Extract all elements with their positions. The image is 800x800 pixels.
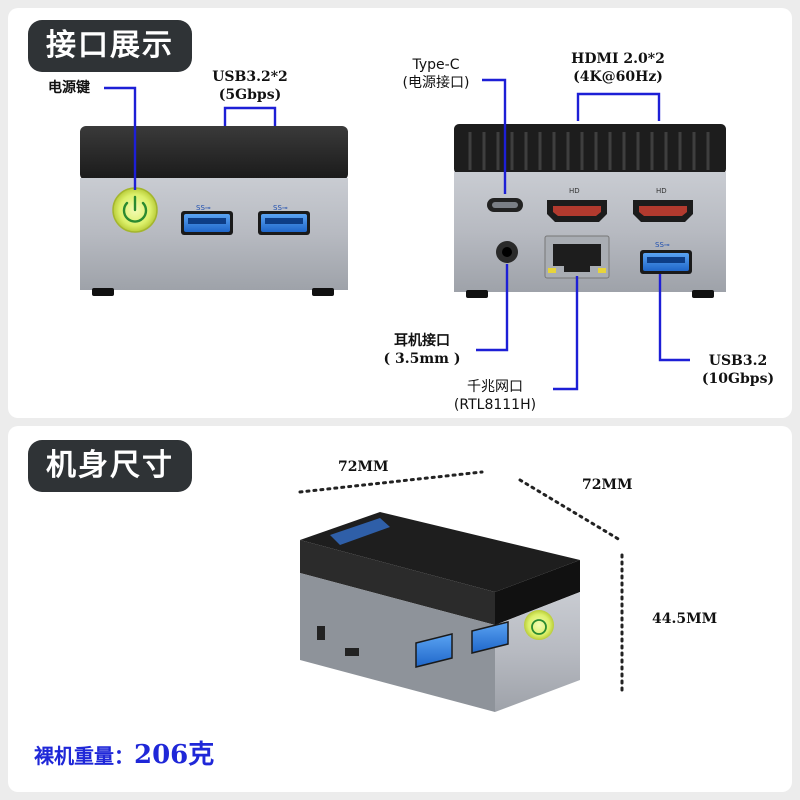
usb-back-logo: SS⊸ (655, 241, 670, 249)
usb-port-front-1[interactable] (181, 211, 233, 235)
ethernet-port[interactable] (544, 235, 610, 279)
headphone-label: 耳机接口 ( 3.5mm ) (372, 332, 472, 368)
height-dimension: 44.5MM (652, 611, 718, 627)
depth-dimension: 72MM (582, 477, 633, 493)
power-key-label: 电源键 (48, 80, 90, 96)
weight-value: 206克 (134, 740, 215, 770)
device-3d-illustration (300, 512, 580, 712)
typec-line2: (电源接口) (402, 75, 470, 91)
headphone-line2: ( 3.5mm ) (383, 351, 461, 367)
power-button[interactable] (112, 187, 158, 233)
hdmi-line1: HDMI 2.0*2 (571, 51, 665, 67)
usb-back-line1: USB3.2 (708, 353, 768, 369)
back-view-device (454, 124, 726, 298)
usb-front-line1: USB3.2*2 (212, 69, 288, 85)
typec-label: Type-C (电源接口) (386, 56, 486, 92)
leader-lines (104, 78, 690, 391)
typec-port[interactable] (487, 198, 523, 212)
front-view-device (80, 126, 348, 296)
headphone-line1: 耳机接口 (394, 333, 450, 349)
usb-port-front-2[interactable] (258, 211, 310, 235)
hd-badge-1: HD (569, 187, 580, 195)
section-title-ports: 接口展示 (28, 20, 192, 72)
section-title-dimensions: 机身尺寸 (28, 440, 192, 492)
usb-front-2-logo: SS⊸ (273, 204, 288, 212)
weight-text: 裸机重量：206克 (34, 734, 214, 771)
usb-front-1-logo: SS⊸ (196, 204, 211, 212)
hd-badge-2: HD (656, 187, 667, 195)
weight-label: 裸机重量： (34, 744, 134, 768)
hdmi-label: HDMI 2.0*2 (4K@60Hz) (556, 50, 680, 86)
lan-line2: (RTL8111H) (453, 397, 537, 413)
usb-front-label: USB3.2*2 (5Gbps) (198, 68, 302, 104)
hdmi-line2: (4K@60Hz) (573, 69, 663, 85)
power-button-3d (524, 610, 554, 640)
headphone-jack[interactable] (496, 241, 518, 263)
usb-front-line2: (5Gbps) (218, 87, 282, 103)
hdmi-port-2[interactable] (633, 200, 693, 222)
typec-line1: Type-C (412, 57, 460, 73)
hdmi-port-1[interactable] (547, 200, 607, 222)
dimension-lines (298, 470, 624, 692)
usb-back-line2: (10Gbps) (701, 371, 775, 387)
usb-port-back[interactable] (640, 250, 692, 274)
lan-label: 千兆网口 (RTL8111H) (438, 378, 552, 414)
width-dimension: 72MM (338, 459, 389, 475)
usb-back-label: USB3.2 (10Gbps) (690, 352, 786, 388)
lan-line1: 千兆网口 (467, 379, 523, 395)
